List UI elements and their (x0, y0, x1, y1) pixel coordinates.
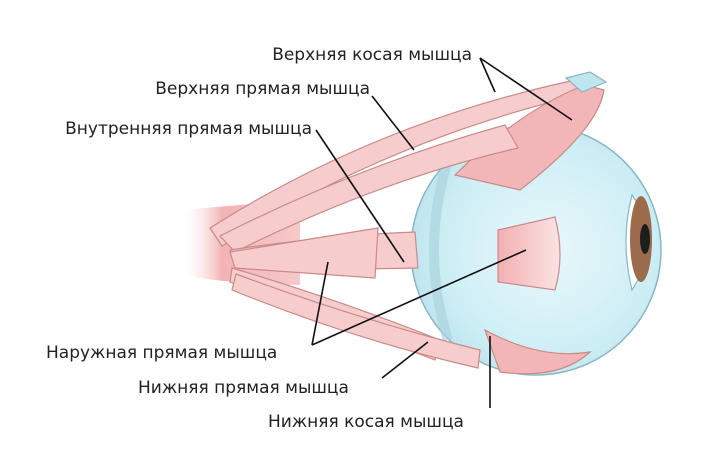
labels: Верхняя косая мышца Верхняя прямая мышца… (46, 45, 472, 432)
label-medial-rectus: Внутренняя прямая мышца (65, 119, 312, 139)
inferior-oblique-muscle (231, 273, 592, 375)
trochlea (564, 71, 608, 93)
cornea-iris (625, 193, 652, 292)
label-superior-oblique: Верхняя косая мышца (272, 45, 472, 65)
superior-rectus-muscle (219, 124, 519, 253)
label-inferior-rectus: Нижняя прямая мышца (138, 378, 349, 398)
label-superior-rectus: Верхняя прямая мышца (155, 79, 370, 99)
label-inferior-oblique: Нижняя косая мышца (268, 412, 464, 432)
leader-lines (311, 57, 573, 408)
label-lateral-rectus: Наружная прямая мышца (46, 343, 277, 363)
lateral-rectus-muscle (229, 216, 561, 291)
